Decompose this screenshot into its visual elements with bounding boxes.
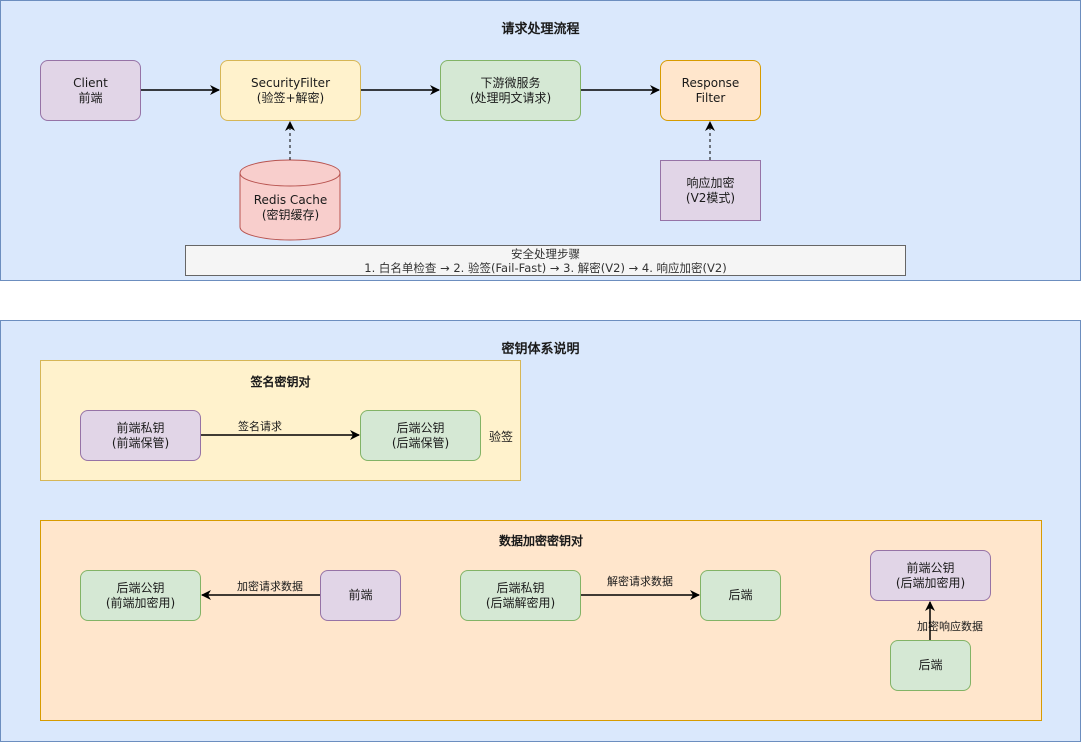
backend-private-key-line-2: (后端解密用)	[485, 595, 556, 610]
frontend-private-key-line-1: 前端私钥	[116, 420, 165, 435]
client-node-line-2: 前端	[78, 90, 103, 105]
backend-node-decrypt-label: 后端	[728, 588, 753, 602]
response-filter-line-2: Filter	[695, 90, 726, 105]
backend-private-key-line-1: 后端私钥	[496, 580, 545, 595]
backend-public-key-sign-node[interactable]: 后端公钥 (后端保管)	[360, 410, 481, 461]
client-node-line-1: Client	[73, 75, 108, 90]
encrypt-response-data-label: 加密响应数据	[917, 618, 983, 634]
frontend-node-label: 前端	[348, 588, 373, 602]
backend-node-response[interactable]: 后端	[890, 640, 971, 691]
security-steps-text: 1. 白名单检查 → 2. 验签(Fail-Fast) → 3. 解密(V2) …	[364, 260, 727, 275]
security-steps-title: 安全处理步骤	[511, 246, 580, 261]
redis-cache-line-1: Redis Cache	[253, 193, 328, 207]
key-system-title: 密钥体系说明	[501, 342, 580, 357]
frontend-private-key-line-2: (前端保管)	[111, 435, 170, 450]
data-encryption-key-group-title: 数据加密密钥对	[498, 534, 583, 548]
response-filter-node[interactable]: Response Filter	[660, 60, 761, 121]
security-filter-line-2: (验签+解密)	[256, 90, 325, 105]
response-encrypt-line-2: (V2模式)	[685, 190, 736, 205]
security-filter-node[interactable]: SecurityFilter (验签+解密)	[220, 60, 361, 121]
signature-key-group-title: 签名密钥对	[250, 375, 311, 389]
downstream-service-line-1: 下游微服务	[480, 75, 541, 90]
downstream-service-line-2: (处理明文请求)	[469, 90, 552, 105]
verify-signature-label: 验签	[489, 430, 514, 444]
backend-public-key-encrypt-line-1: 后端公钥	[116, 580, 165, 595]
redis-cache-cylinder[interactable]	[239, 159, 342, 242]
downstream-service-node[interactable]: 下游微服务 (处理明文请求)	[440, 60, 581, 121]
security-steps-box: 安全处理步骤 1. 白名单检查 → 2. 验签(Fail-Fast) → 3. …	[185, 245, 906, 276]
backend-node-decrypt[interactable]: 后端	[700, 570, 781, 621]
backend-public-key-sign-line-2: (后端保管)	[391, 435, 450, 450]
frontend-node[interactable]: 前端	[320, 570, 401, 621]
frontend-public-key-line-2: (后端加密用)	[895, 575, 966, 590]
backend-public-key-encrypt-line-2: (前端加密用)	[105, 595, 176, 610]
sign-request-label: 签名请求	[238, 420, 282, 433]
encrypt-request-data-label: 加密请求数据	[237, 580, 303, 593]
redis-cache-line-2: (密钥缓存)	[261, 208, 320, 222]
client-node[interactable]: Client 前端	[40, 60, 141, 121]
frontend-public-key-line-1: 前端公钥	[906, 560, 955, 575]
backend-node-response-label: 后端	[918, 658, 943, 672]
frontend-private-key-node[interactable]: 前端私钥 (前端保管)	[80, 410, 201, 461]
frontend-public-key-node[interactable]: 前端公钥 (后端加密用)	[870, 550, 991, 601]
request-flow-title: 请求处理流程	[501, 22, 580, 37]
decrypt-request-data-label: 解密请求数据	[607, 575, 673, 588]
response-encrypt-line-1: 响应加密	[686, 175, 735, 190]
response-encrypt-node[interactable]: 响应加密 (V2模式)	[660, 160, 761, 221]
response-filter-line-1: Response	[681, 75, 740, 90]
backend-private-key-node[interactable]: 后端私钥 (后端解密用)	[460, 570, 581, 621]
redis-cache-label: Redis Cache (密钥缓存)	[240, 188, 341, 228]
backend-public-key-sign-line-1: 后端公钥	[396, 420, 445, 435]
request-flow-panel: 请求处理流程	[0, 0, 1081, 281]
security-filter-line-1: SecurityFilter	[251, 75, 330, 90]
backend-public-key-encrypt-node[interactable]: 后端公钥 (前端加密用)	[80, 570, 201, 621]
